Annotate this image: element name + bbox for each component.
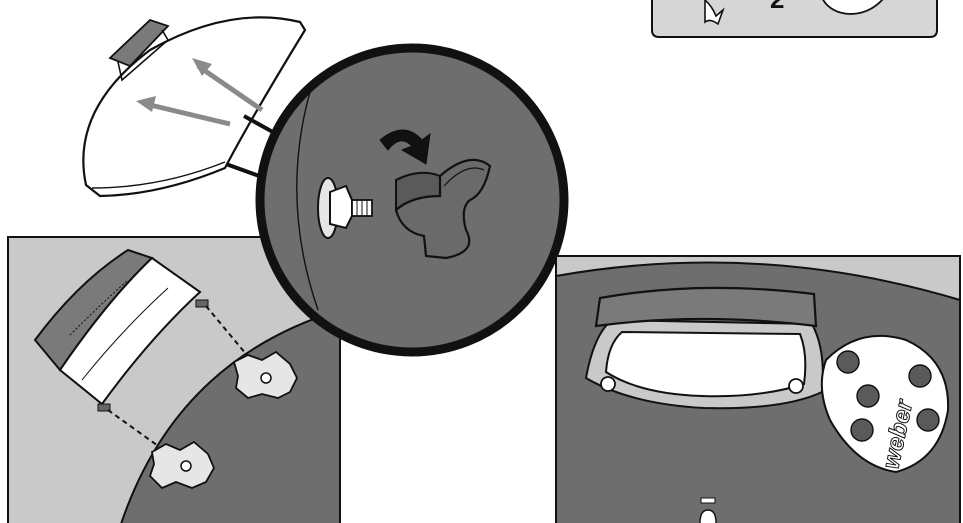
panel-installed-handle: weber xyxy=(556,256,960,523)
step-number: 2 xyxy=(770,0,784,14)
installed-handle xyxy=(586,288,823,408)
zoom-detail xyxy=(260,48,564,352)
step-tab: 2 xyxy=(652,0,937,37)
